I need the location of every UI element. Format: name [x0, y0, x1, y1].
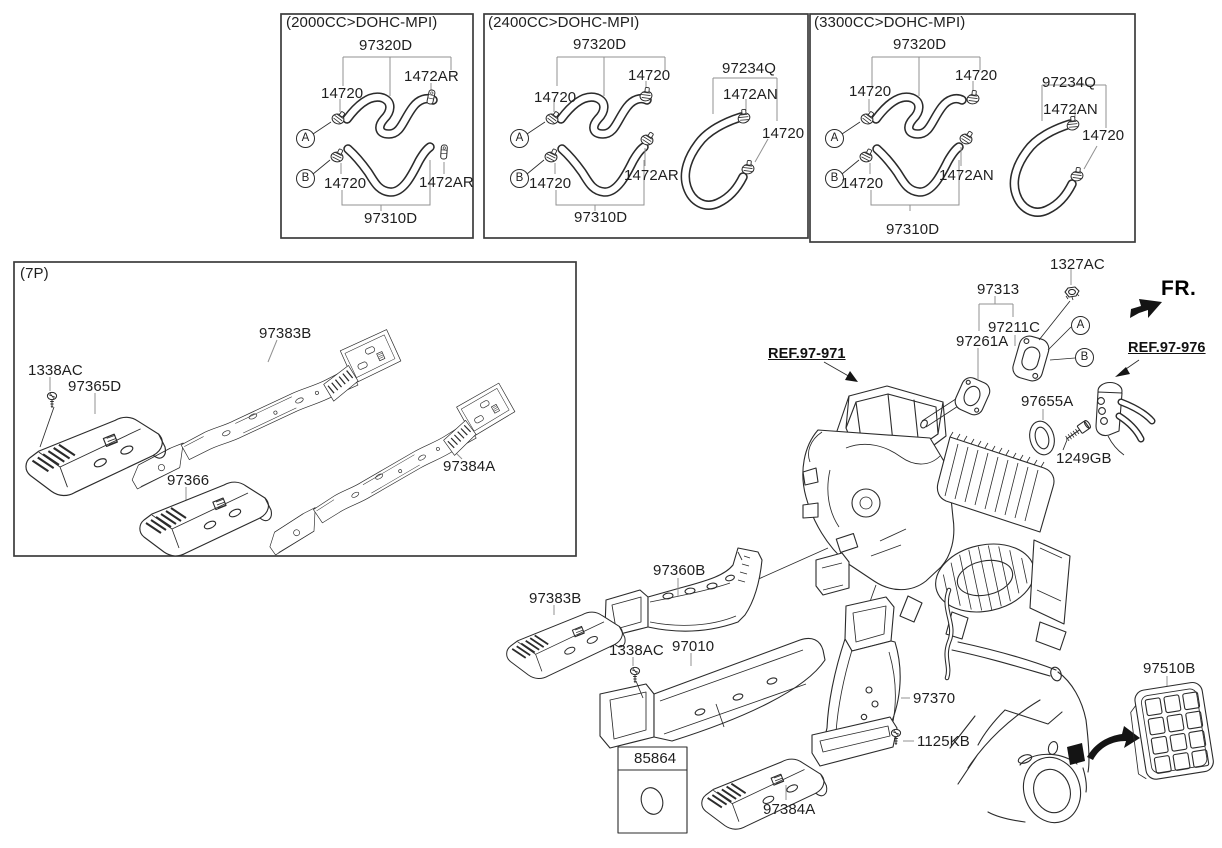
- duct-97010-drawing: [599, 637, 826, 749]
- part-label-14720-upper-3300: 14720: [955, 67, 998, 84]
- part-label-97510b: 97510B: [1143, 660, 1196, 677]
- part-label-1249gb: 1249GB: [1056, 450, 1112, 467]
- part-label-14720-a-3300: 14720: [849, 83, 892, 100]
- part-label-14720-b-2000: 14720: [324, 175, 367, 192]
- callout-a-2400: A: [510, 129, 529, 148]
- hoses-3300cc-drawing: [842, 57, 1106, 212]
- part-label-97234q-2400: 97234Q: [722, 60, 776, 77]
- part-label-97310d-2400: 97310D: [574, 209, 628, 226]
- part-label-97310d-2000: 97310D: [364, 210, 418, 227]
- duct-97383b-main-drawing: [505, 611, 626, 680]
- panel-2400-title: (2400CC>DOHC-MPI): [488, 14, 640, 31]
- bolt-1249gb-drawing: [1065, 419, 1092, 442]
- part-label-1327ac: 1327AC: [1050, 256, 1105, 273]
- part-label-14720-a-2400: 14720: [534, 89, 577, 106]
- part-label-97383b-main: 97383B: [529, 590, 582, 607]
- label-leaders-gray: [553, 578, 1168, 800]
- part-label-97010: 97010: [672, 638, 715, 655]
- part-label-1472ar-upper-2000: 1472AR: [404, 68, 459, 85]
- panel-7p-title: (7P): [20, 265, 49, 282]
- cover-85864-box: [617, 746, 688, 834]
- panel-3300-title: (3300CC>DOHC-MPI): [814, 14, 966, 31]
- part-label-97365d-7p: 97365D: [68, 378, 122, 395]
- callout-b-2400: B: [510, 169, 529, 188]
- part-label-1472an-2400: 1472AN: [723, 86, 778, 103]
- fr-direction-label: FR.: [1161, 277, 1197, 300]
- callout-b-2000: B: [296, 169, 315, 188]
- part-label-97320d-2000: 97320D: [359, 37, 413, 54]
- nut-1327ac-drawing: [1064, 286, 1080, 301]
- duct-97370-drawing: [811, 596, 901, 767]
- part-label-97320d-2400: 97320D: [573, 36, 627, 53]
- panel-2000cc-box: [280, 13, 474, 239]
- part-label-14720-b-3300: 14720: [841, 175, 884, 192]
- part-label-97360b: 97360B: [653, 562, 706, 579]
- panel-2000-title: (2000CC>DOHC-MPI): [286, 14, 438, 31]
- part-label-1472ar-lower-2000: 1472AR: [419, 174, 474, 191]
- panel-2400cc-box: [483, 13, 809, 239]
- part-label-97320d-3300: 97320D: [893, 36, 947, 53]
- part-label-97310d-3300: 97310D: [886, 221, 940, 238]
- part-label-14720-a-2000: 14720: [321, 85, 364, 102]
- fr-direction-arrow-icon: [1130, 299, 1162, 318]
- part-label-97384a-main: 97384A: [763, 801, 816, 818]
- quarter-vent-97510b-drawing: [1130, 681, 1214, 780]
- callout-b-main: B: [1075, 348, 1094, 367]
- part-label-1472an-aux-3300: 1472AN: [1043, 101, 1098, 118]
- part-label-97366-7p: 97366: [167, 472, 210, 489]
- ducts-7p-drawing: [24, 327, 533, 557]
- gasket-97261a-drawing: [954, 377, 991, 416]
- part-label-14720-aux-3300: 14720: [1082, 127, 1125, 144]
- screw-1338ac-main-icon: [629, 666, 641, 684]
- part-label-1338ac-7p: 1338AC: [28, 362, 83, 379]
- hvac-heater-unit-drawing: [744, 385, 1071, 681]
- gasket-97211c-drawing: [1012, 335, 1050, 382]
- callout-b-3300: B: [825, 169, 844, 188]
- part-label-1472ar-mid-2400: 1472AR: [624, 167, 679, 184]
- screw-leader: [635, 680, 644, 699]
- part-label-14720-b-2400: 14720: [529, 175, 572, 192]
- ref-label-97-971: REF.97-971: [768, 346, 846, 362]
- part-label-1125kb: 1125KB: [917, 733, 970, 750]
- part-label-85864: 85864: [634, 750, 677, 767]
- grommet-97655a-drawing: [1029, 420, 1055, 456]
- callout-a-3300: A: [825, 129, 844, 148]
- part-label-97261a: 97261A: [956, 333, 1009, 350]
- ref-label-97-976: REF.97-976: [1128, 340, 1206, 356]
- part-label-14720-upper-2400: 14720: [628, 67, 671, 84]
- callout-a-2000: A: [296, 129, 315, 148]
- part-label-14720-aux-2400: 14720: [762, 125, 805, 142]
- panel-3300cc-box: [809, 13, 1136, 243]
- water-tube-connector-drawing: [1095, 359, 1156, 456]
- callout-a-main: A: [1071, 316, 1090, 335]
- part-label-97234q-3300: 97234Q: [1042, 74, 1096, 91]
- hoses-2000cc-drawing: [313, 57, 451, 211]
- part-label-1472an-mid-3300: 1472AN: [939, 167, 994, 184]
- ref-97-971-arrow: [823, 361, 858, 382]
- car-rear-quarter-drawing: [949, 641, 1140, 824]
- part-label-1338ac-main: 1338AC: [609, 642, 664, 659]
- part-label-97211c: 97211C: [988, 319, 1041, 336]
- part-label-97384a-7p: 97384A: [443, 458, 496, 475]
- part-label-97655a: 97655A: [1021, 393, 1074, 410]
- hoses-2400cc-drawing: [527, 57, 777, 211]
- duct-97384a-main-drawing: [700, 758, 828, 831]
- part-label-97370: 97370: [913, 690, 956, 707]
- heater-pipe-and-gaskets: [920, 269, 1092, 456]
- panel-7p-box: [13, 261, 577, 557]
- part-label-97313: 97313: [977, 281, 1020, 298]
- part-label-97383b-7p: 97383B: [259, 325, 312, 342]
